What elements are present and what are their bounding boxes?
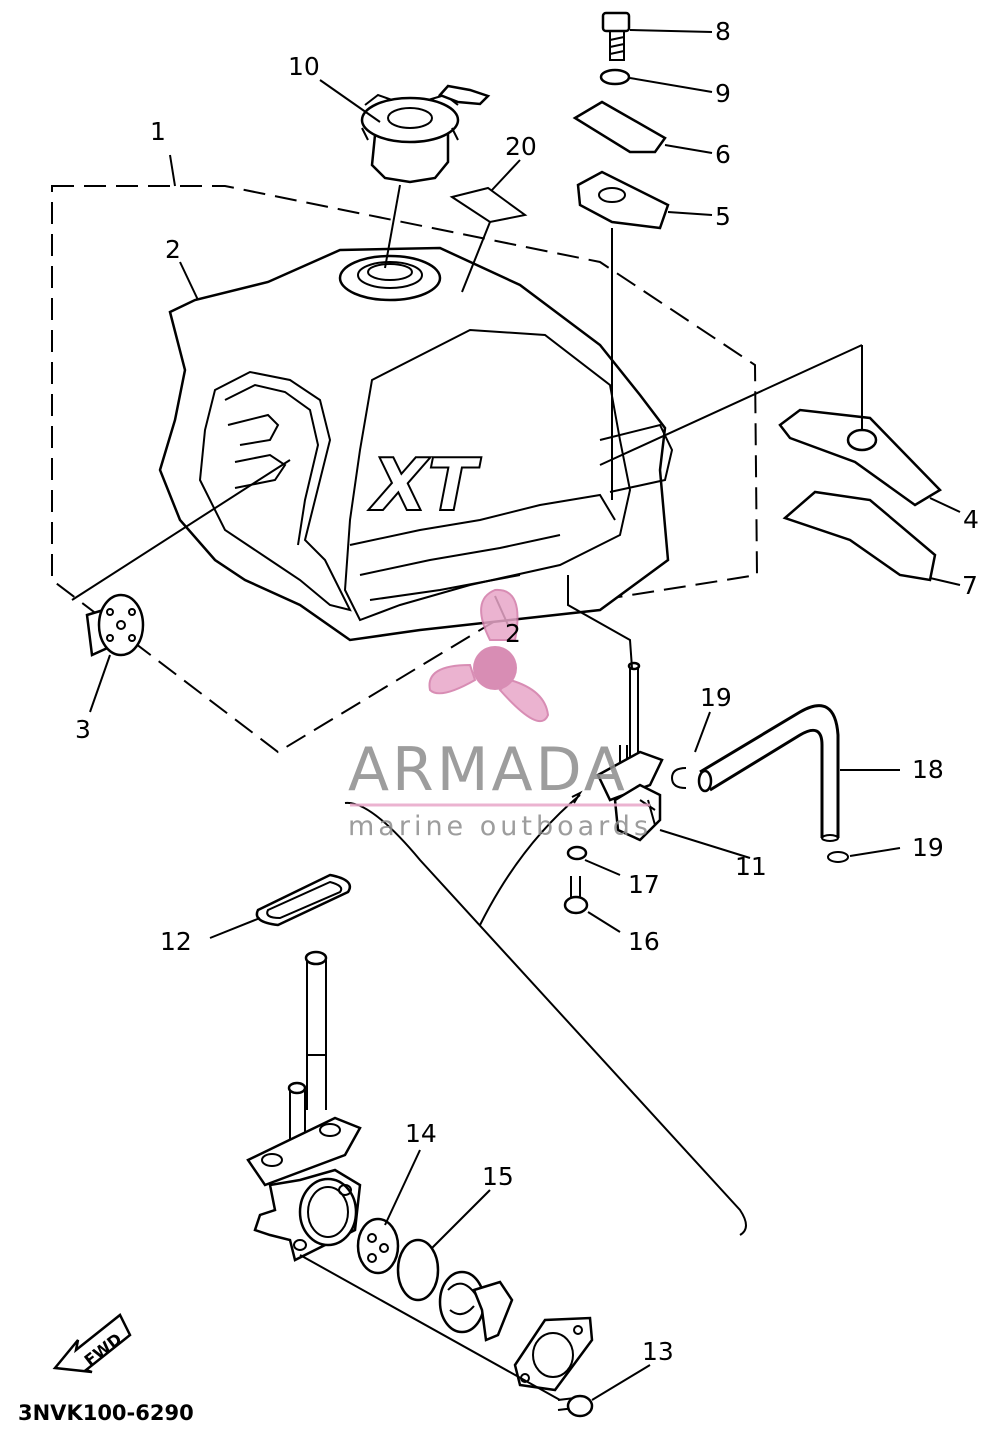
part-label: 20	[505, 132, 537, 161]
fuel-hose	[699, 704, 840, 838]
fuel-tank: XT	[158, 246, 674, 642]
caution-label	[449, 186, 528, 224]
mount-grommet	[846, 428, 878, 452]
leader-lines	[71, 29, 961, 1401]
watermark-tagline: marine outboards	[348, 811, 652, 842]
washer	[599, 68, 631, 86]
part-label: 13	[642, 1337, 674, 1366]
part-label: 2	[165, 235, 181, 264]
screw	[563, 876, 589, 915]
part-label: 15	[482, 1162, 514, 1191]
fuel-cap	[360, 84, 491, 184]
part-label: 9	[715, 79, 731, 108]
cock-gasket	[356, 1217, 400, 1275]
part-label: 4	[963, 505, 979, 534]
part-label: 7	[962, 571, 978, 600]
small-washer	[566, 845, 588, 861]
mount-plate-upper	[778, 408, 942, 507]
fuel-cock-exploded	[246, 950, 362, 1262]
filter-gasket	[255, 873, 352, 927]
fuel-cock-assembly	[596, 661, 664, 842]
o-ring	[396, 1238, 440, 1302]
hose-end	[697, 769, 713, 793]
assembly-arrow-line	[344, 794, 747, 1236]
part-label: 14	[405, 1119, 437, 1148]
part-label: 5	[715, 202, 731, 231]
cock-cover-plate	[513, 1316, 594, 1392]
part-label: 1	[150, 117, 166, 146]
exploded-axis	[299, 1254, 561, 1401]
part-label: 10	[288, 52, 320, 81]
damper-hole	[598, 187, 626, 203]
part-label: 12	[160, 927, 192, 956]
tank-emblem: XT	[368, 443, 482, 527]
rubber-damper	[85, 593, 145, 657]
part-label: 8	[715, 17, 731, 46]
cock-lever	[438, 1270, 514, 1342]
part-label: 6	[715, 140, 731, 169]
part-label: 19	[912, 833, 944, 862]
bolt	[601, 11, 631, 61]
part-label: 17	[628, 870, 660, 899]
hose-clip-lower	[827, 851, 849, 863]
part-label: 11	[735, 852, 767, 881]
bracket	[572, 100, 667, 154]
diagram-code: 3NVK100-6290	[18, 1401, 194, 1425]
armada-watermark: ARMADA marine outboards	[348, 588, 652, 842]
part-label: 18	[912, 755, 944, 784]
part-label: 2	[505, 619, 521, 648]
part-label: 19	[700, 683, 732, 712]
fwd-arrow-icon: FWD	[52, 1313, 132, 1374]
propeller-icon	[428, 588, 550, 723]
hose-clip-upper	[670, 767, 687, 789]
assembly-arrow-head	[571, 790, 583, 804]
part-label: 16	[628, 927, 660, 956]
watermark-brand: ARMADA	[348, 735, 628, 805]
cover-screw	[557, 1394, 594, 1418]
tank-assembly-boundary	[51, 185, 759, 754]
part-label: 3	[75, 715, 91, 744]
mount-plate-lower	[782, 490, 937, 582]
